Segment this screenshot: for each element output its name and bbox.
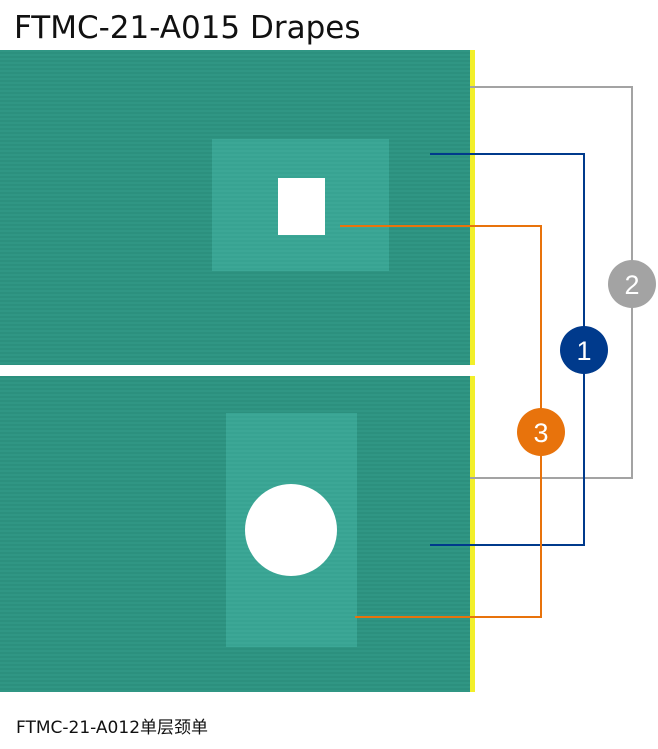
drape-bottom-edge-stripe <box>470 376 475 692</box>
drape-top-square-fenestration <box>278 178 325 235</box>
callout-1-label: 1 <box>576 336 591 366</box>
drape-top <box>0 50 475 365</box>
caption: FTMC-21-A012单层颈单 <box>16 718 209 738</box>
drape-bottom <box>0 376 475 692</box>
callout-2-badge: 2 <box>608 260 656 308</box>
drape-top-edge-stripe <box>470 50 475 365</box>
callout-2-label: 2 <box>624 270 639 300</box>
callout-3-label: 3 <box>533 418 548 448</box>
callout-3-badge: 3 <box>517 408 565 456</box>
drape-bottom-round-fenestration <box>245 484 337 576</box>
page-title: FTMC-21-A015 Drapes <box>14 10 361 46</box>
callout-1-badge: 1 <box>560 326 608 374</box>
